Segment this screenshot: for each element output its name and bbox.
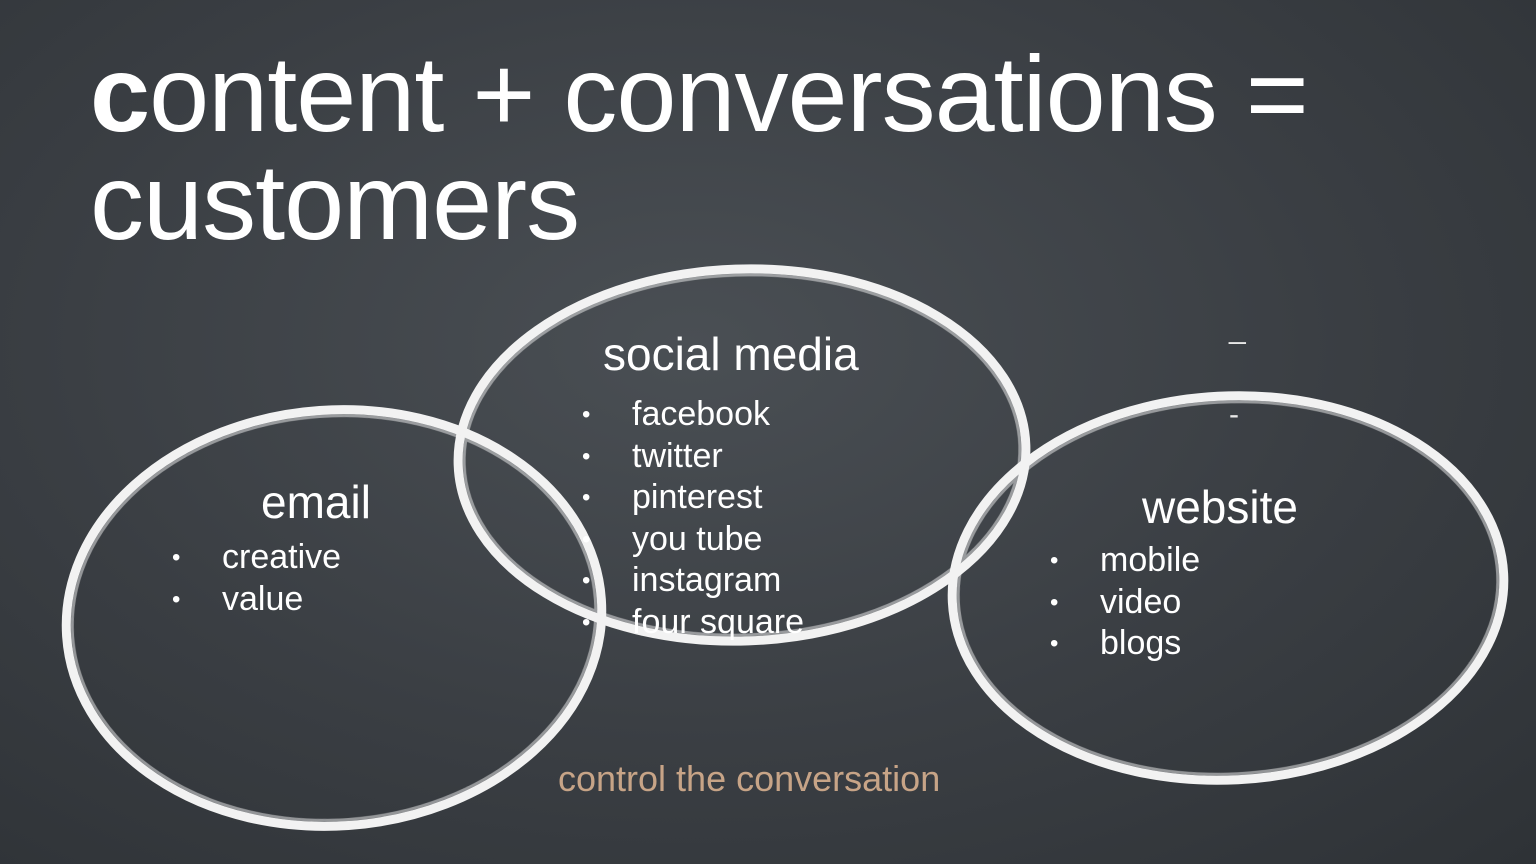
- list-item: you tube: [582, 519, 804, 561]
- list-item: mobile: [1050, 540, 1200, 582]
- list-item: value: [172, 579, 341, 621]
- social-media-list: facebook twitter pinterest you tube inst…: [582, 394, 804, 643]
- list-item: blogs: [1050, 623, 1200, 665]
- dash-mark-top: _: [1229, 312, 1246, 345]
- website-circle-edge: [956, 400, 1500, 776]
- email-list: creative value: [172, 537, 341, 620]
- dash-mark-middle: -: [1229, 398, 1239, 431]
- website-list: mobile video blogs: [1050, 540, 1200, 665]
- slide-title: content + conversations = customers: [90, 40, 1490, 256]
- website-circle: [947, 391, 1509, 785]
- list-item: twitter: [582, 436, 804, 478]
- title-line-2: customers: [90, 141, 580, 262]
- list-item: creative: [172, 537, 341, 579]
- footer-caption: control the conversation: [558, 758, 941, 799]
- email-heading: email: [261, 476, 371, 528]
- list-item: pinterest: [582, 477, 804, 519]
- title-line-1-text: ontent + conversations =: [149, 33, 1309, 154]
- website-heading: website: [1142, 481, 1298, 533]
- title-line-1: content + conversations =: [90, 40, 1490, 148]
- title-first-letter: c: [90, 33, 150, 154]
- list-item: instagram: [582, 560, 804, 602]
- list-item: facebook: [582, 394, 804, 436]
- social-media-heading: social media: [603, 328, 859, 380]
- list-item: four square: [582, 602, 804, 644]
- list-item: video: [1050, 582, 1200, 624]
